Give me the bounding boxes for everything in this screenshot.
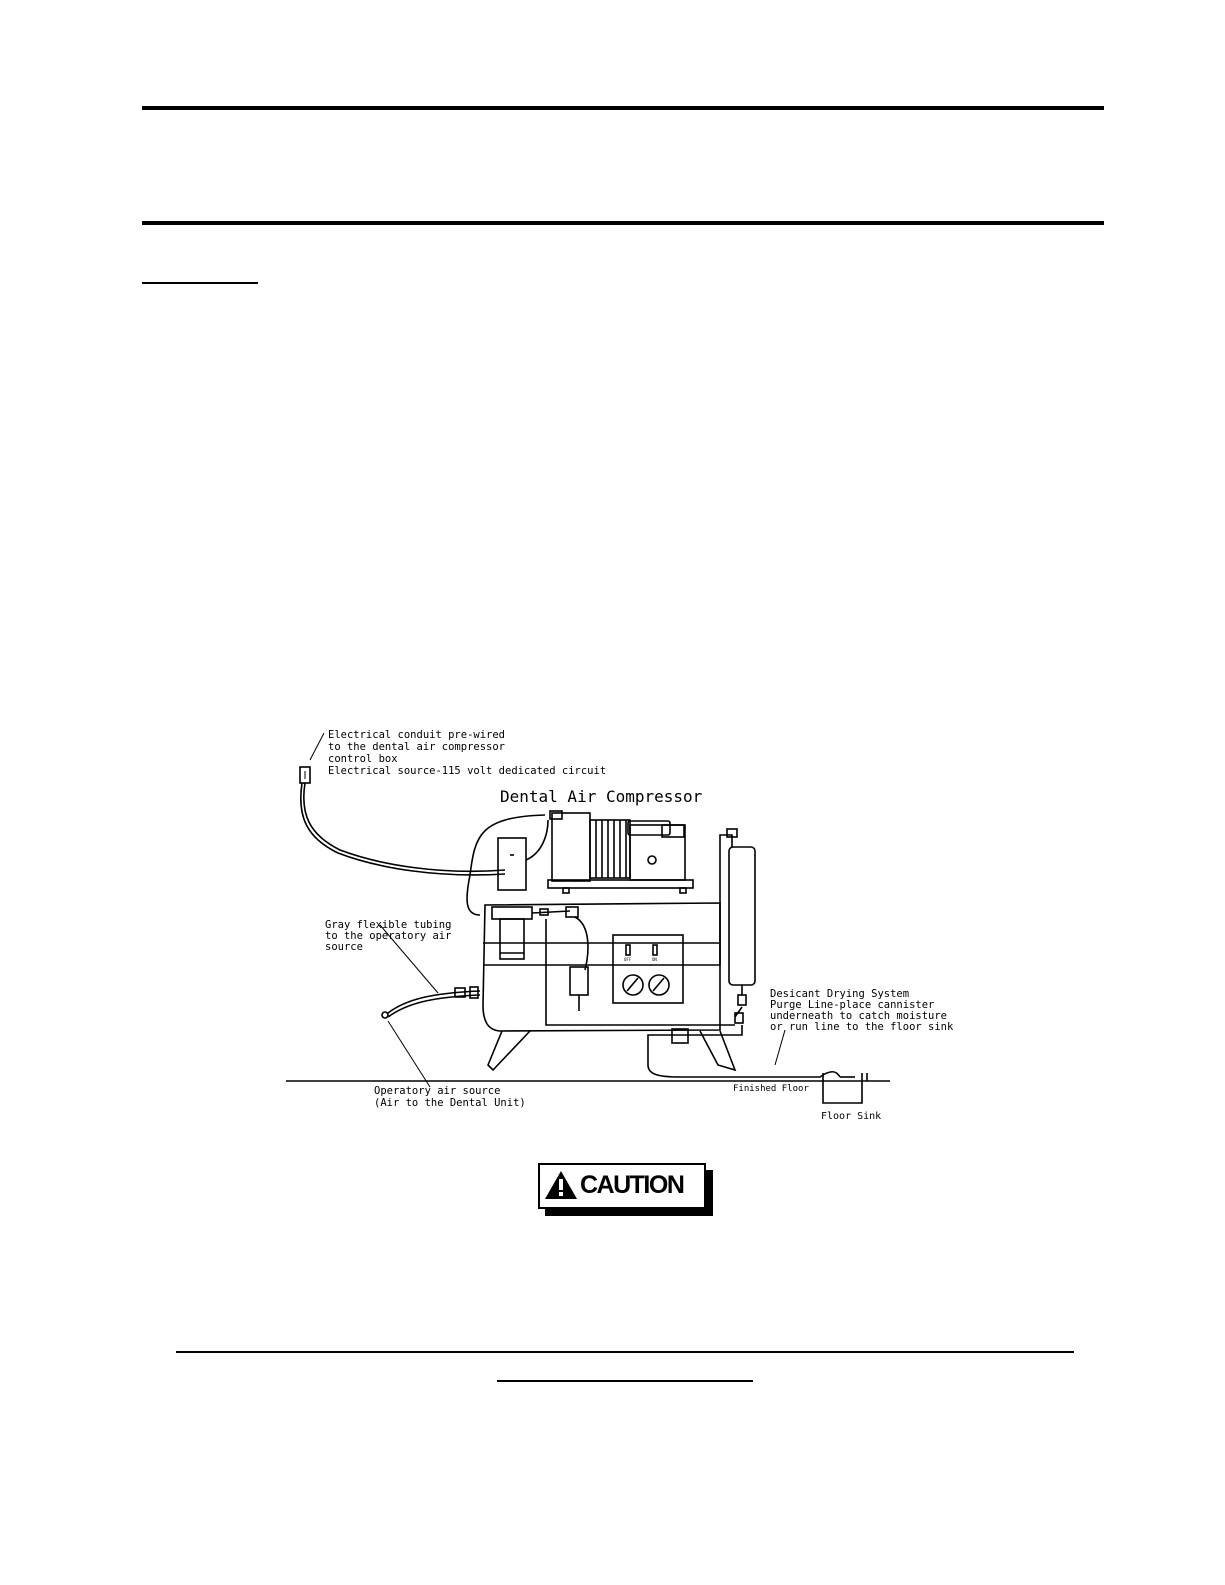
control-box (497, 837, 527, 891)
floor-label: Finished Floor (733, 1084, 809, 1094)
floor-sink (822, 1073, 863, 1104)
compressor-motor (629, 824, 686, 881)
motor-bracket (627, 820, 671, 836)
pressure-switch (569, 966, 589, 996)
dryer-note-line-4: or run line to the floor sink (770, 1021, 954, 1033)
footer-rule (176, 1351, 1074, 1353)
electrical-conduit (303, 782, 506, 873)
gauge-label-on: ON (652, 957, 657, 962)
sink-label: Floor Sink (821, 1111, 881, 1122)
purge-line (647, 1025, 841, 1078)
header-rule-top (142, 106, 1104, 110)
air-source-note-line-2: (Air to the Dental Unit) (374, 1097, 526, 1109)
electrical-note-line-3: control box (328, 753, 398, 765)
gauge-panel (612, 934, 684, 1004)
inlet-filter (491, 906, 533, 920)
caution-box: CAUTION (538, 1163, 706, 1209)
gauge-left (622, 974, 644, 996)
desiccant-dryer (728, 846, 756, 986)
diagram-title: Dental Air Compressor (500, 787, 703, 806)
air-source-note-line-1: Operatory air source (374, 1085, 500, 1097)
compressor-installation-diagram: Dental Air Compressor Electrical conduit… (286, 729, 954, 1122)
header-rule-bottom (142, 221, 1104, 225)
dryer-note-line-3: underneath to catch moisture (770, 1010, 947, 1022)
electrical-note-line-4: Electrical source-115 volt dedicated cir… (328, 765, 606, 777)
electrical-note-line-2: to the dental air compressor (328, 741, 505, 753)
compressor-head (551, 812, 591, 882)
gauge-label-off: OFF (624, 957, 632, 962)
warning-triangle-icon (545, 1171, 577, 1199)
cooling-fins (589, 819, 631, 879)
tank-leg-left (487, 1030, 531, 1072)
tank-leg-right (699, 1030, 737, 1072)
caution-label: CAUTION (538, 1163, 713, 1216)
footer-underline (497, 1380, 753, 1382)
tubing-note-line-3: source (325, 941, 363, 953)
tubing-note-line-2: to the operatory air (325, 930, 451, 942)
air-tank (482, 902, 721, 1032)
tubing-note-line-1: Gray flexible tubing (325, 919, 451, 931)
dryer-note-line-1: Desicant Drying System (770, 988, 909, 1000)
section-heading-underline (142, 282, 258, 284)
electrical-note-line-1: Electrical conduit pre-wired (328, 729, 505, 741)
caution-text: CAUTION (580, 1171, 685, 1199)
dryer-note-line-2: Purge Line-place cannister (770, 999, 934, 1011)
gauge-right (648, 974, 670, 996)
